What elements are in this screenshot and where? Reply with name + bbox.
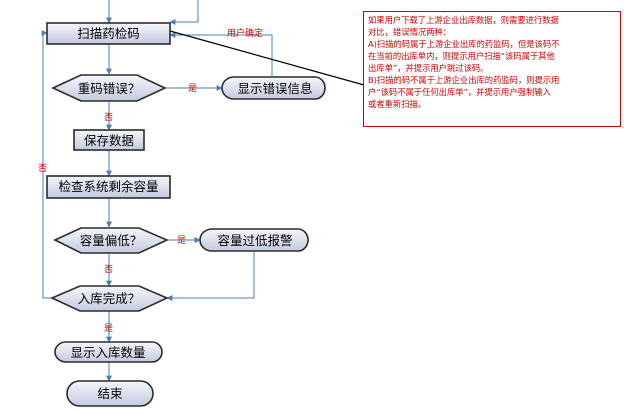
note-line: 如果用户下载了上游企业出库数据，则需要进行数据 <box>368 15 559 25</box>
edge-label-user-confirm: 用户确定 <box>227 27 263 39</box>
annotation-connector <box>169 30 365 86</box>
node-low-capacity-label: 容量偏低？ <box>80 233 143 248</box>
note-line: B)扫描的码不属于上游企业出库的药监码，则提示用 <box>368 75 560 85</box>
node-save: 保存数据 <box>73 129 145 151</box>
node-dup-check-label: 重码错误？ <box>78 81 141 96</box>
node-low-capacity: 容量偏低？ <box>53 227 169 254</box>
note-line: 出库单”，并提示用户跳过该码。 <box>368 63 489 73</box>
note-line: 在当前的出库单内，则提示用户扫描“该码属于其他 <box>368 51 555 61</box>
node-done: 入库完成？ <box>50 285 169 312</box>
node-show-error: 显示错误信息 <box>221 76 326 100</box>
node-end: 结束 <box>66 380 154 407</box>
node-done-label: 入库完成？ <box>78 291 141 306</box>
note-line: 户“该码不属于任何出库单”，并提示用户强制输入 <box>368 87 551 97</box>
node-end-label: 结束 <box>97 386 123 401</box>
edge-label-done-yes: 是 <box>104 323 113 334</box>
note-line: A)扫描的码属于上游企业出库的药监码，但是该码不 <box>368 39 560 49</box>
node-scan: 扫描药检码 <box>46 22 171 45</box>
node-low-alarm-label: 容量过低报警 <box>217 233 292 248</box>
node-show-count-label: 显示入库数量 <box>70 345 145 360</box>
node-check-capacity-label: 检查系统剩余容量 <box>58 179 158 194</box>
node-scan-label: 扫描药检码 <box>77 26 140 41</box>
edge-label-low-yes: 是 <box>177 235 186 246</box>
note-line: 或者重新扫描。 <box>368 99 427 109</box>
node-save-label: 保存数据 <box>84 133 134 148</box>
edge-labels: 用户确定 是 否 否 是 否 是 <box>38 27 263 334</box>
node-show-count: 显示入库数量 <box>54 341 163 363</box>
edge-label-dup-no: 否 <box>104 112 113 123</box>
edge-label-low-no: 否 <box>104 264 113 275</box>
edge-label-loop-no: 否 <box>38 163 47 174</box>
node-low-alarm: 容量过低报警 <box>199 228 309 252</box>
node-dup-check: 重码错误？ <box>51 74 167 102</box>
node-show-error-label: 显示错误信息 <box>237 81 312 96</box>
connectors <box>41 0 273 382</box>
edge-label-dup-yes: 是 <box>188 83 197 94</box>
note-line: 对比，错误情况两种： <box>368 27 451 37</box>
node-check-capacity: 检查系统剩余容量 <box>46 175 171 199</box>
annotation-note: 如果用户下载了上游企业出库数据，则需要进行数据 对比，错误情况两种： A)扫描的… <box>363 11 621 127</box>
